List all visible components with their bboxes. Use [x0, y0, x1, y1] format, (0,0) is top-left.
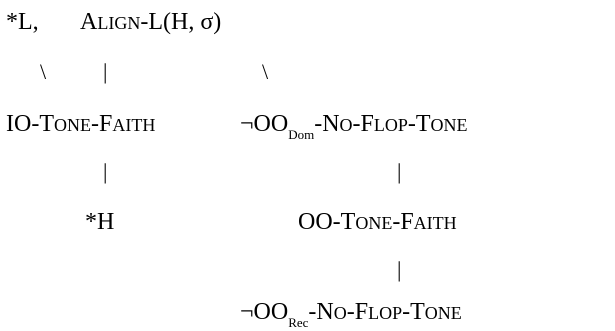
edge-io-to-star-h: |	[103, 159, 108, 184]
oo-dom-no-flop-tone-constraint: ¬OODom-NO-FLOP-TONE	[240, 111, 468, 142]
oo-tone-faith-constraint: OO-TONE-FAITH	[298, 209, 457, 235]
oo-rec-no-flop-tone-constraint: ¬OORec-NO-FLOP-TONE	[240, 299, 462, 330]
edge-align-to-oo-dom: \	[262, 59, 269, 84]
io-tone-faith-constraint: IO-TONE-FAITH	[6, 111, 156, 137]
align-l-constraint: ALIGN-L(H, σ)	[80, 9, 222, 35]
edge-align-to-io: |	[103, 59, 108, 84]
edge-star-l-to-io: \	[40, 59, 47, 84]
star-l-constraint: *L,	[6, 9, 39, 35]
edge-oo-tone-faith-to-oo-rec: |	[397, 257, 402, 282]
star-h-constraint: *H	[85, 209, 115, 235]
edge-oo-dom-to-oo-tone-faith: |	[397, 159, 402, 184]
